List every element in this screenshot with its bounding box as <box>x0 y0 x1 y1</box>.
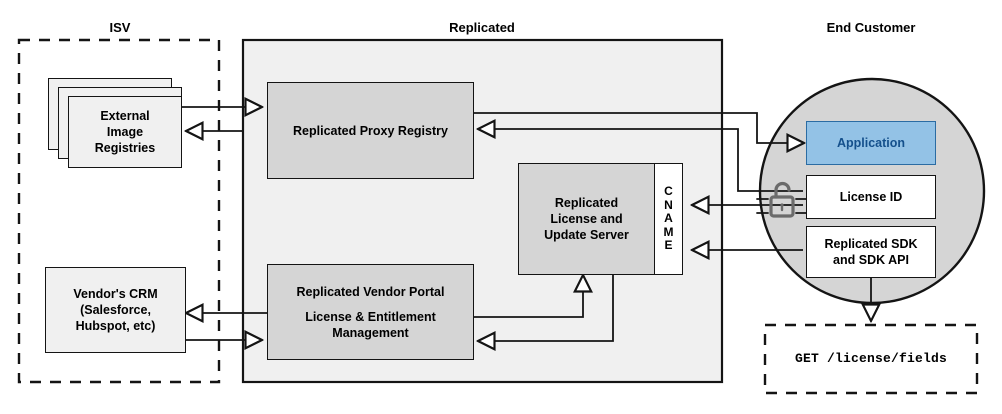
cname-letter-c: C <box>664 184 673 199</box>
external-image-registries-line-3: Registries <box>94 141 156 155</box>
cname-letter-m: M <box>663 224 674 239</box>
replicated-proxy-registry[interactable]: Replicated Proxy Registry <box>267 82 474 179</box>
vendor-portal-line-1: Replicated Vendor Portal <box>296 284 445 299</box>
cname-letter-n: N <box>664 197 673 212</box>
api-call-label: GET /license/fields <box>794 350 948 366</box>
cname-letter-a: A <box>664 211 673 226</box>
connector-license-server-to-portal <box>478 275 614 341</box>
lane-title-replicated: Replicated <box>449 20 515 35</box>
lane-title-isv: ISV <box>109 20 131 35</box>
license-server-line-3: Update Server <box>544 228 629 242</box>
vendor-portal-line-4: Management <box>332 325 409 340</box>
vendor-portal-line-3: License & Entitlement <box>305 309 436 324</box>
replicated-license-and-update-server[interactable]: Replicated License and Update Server <box>518 163 655 275</box>
replicated-proxy-registry-label: Replicated Proxy Registry <box>293 123 448 138</box>
license-id[interactable]: License ID <box>806 175 936 219</box>
license-server-line-2: License and <box>550 212 623 226</box>
application-label: Application <box>836 136 906 150</box>
replicated-sdk-line-2: and SDK API <box>833 253 909 267</box>
replicated-sdk-line-1: Replicated SDK <box>824 237 918 251</box>
replicated-sdk-and-sdk-api[interactable]: Replicated SDK and SDK API <box>806 226 936 278</box>
replicated-vendor-portal[interactable]: Replicated Vendor Portal License & Entit… <box>267 264 474 360</box>
external-image-registries-line-1: External <box>100 109 150 123</box>
application[interactable]: Application <box>806 121 936 165</box>
lane-title-end-customer: End Customer <box>826 20 916 35</box>
connector-application-to-proxy <box>478 129 803 192</box>
vendors-crm-line-2: (Salesforce, <box>80 303 151 317</box>
vendors-crm-line-3: Hubspot, etc) <box>75 319 156 333</box>
connector-portal-to-license-server <box>474 275 583 318</box>
license-id-label: License ID <box>839 190 903 204</box>
external-image-registries-line-2: Image <box>106 125 144 139</box>
cname-label-cell: C N A M E <box>654 163 683 275</box>
external-image-registries[interactable]: External Image Registries <box>68 96 182 168</box>
vendors-crm[interactable]: Vendor's CRM (Salesforce, Hubspot, etc) <box>45 267 186 353</box>
api-call-get-license-fields: GET /license/fields <box>767 327 975 391</box>
license-server-line-1: Replicated <box>554 196 619 210</box>
unlock-icon <box>756 181 807 218</box>
vendors-crm-line-1: Vendor's CRM <box>73 287 158 301</box>
lane-isv-boundary <box>17 38 221 384</box>
api-call-boundary <box>763 323 979 395</box>
cname-letter-e: E <box>664 238 673 253</box>
connector-proxy-to-application <box>474 112 804 143</box>
